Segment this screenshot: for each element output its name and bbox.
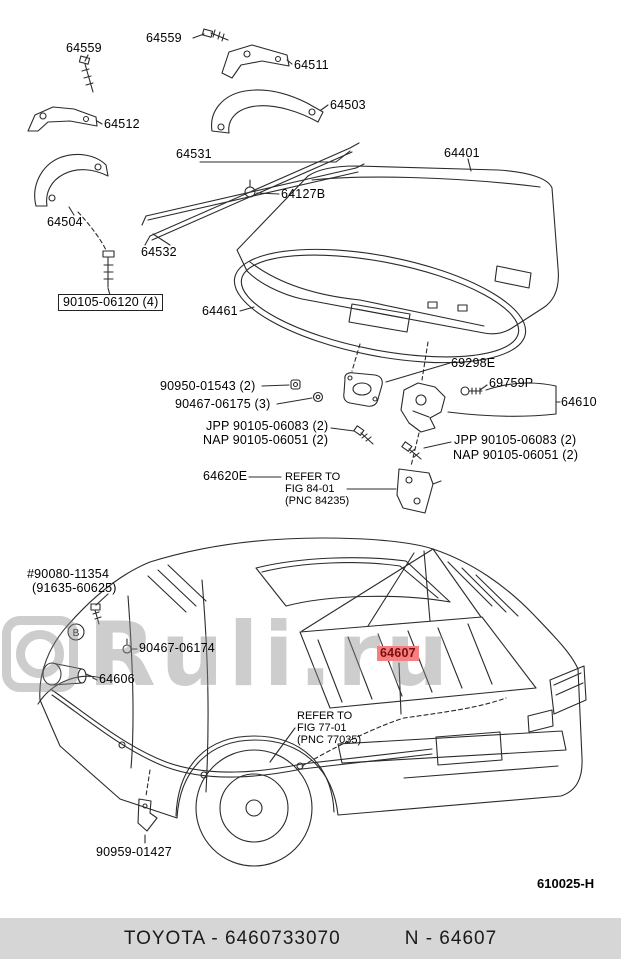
grommet-90467-drawing: [312, 391, 324, 403]
part-label-90467-06174[interactable]: 90467-06174: [139, 641, 215, 655]
hinge-64512-drawing: [27, 106, 98, 132]
grommet-90950-drawing: [290, 379, 301, 390]
part-label-64461[interactable]: 64461: [202, 304, 238, 318]
refer-line: REFER TO: [297, 710, 353, 722]
clip-90467-06174-drawing: [122, 638, 132, 654]
part-label-64531[interactable]: 64531: [176, 147, 212, 161]
striker-bolt-69759p-drawing: [460, 386, 483, 396]
trunk-lid-drawing: [236, 165, 559, 335]
hinge-64511-drawing: [221, 44, 290, 79]
part-label-90467-06175[interactable]: 90467-06175 (3): [175, 397, 271, 411]
leader-lines: [68, 33, 561, 844]
refer-line: (PNC 84235): [285, 495, 350, 507]
part-label-nap-90105-06051-right[interactable]: NAP 90105-06051 (2): [453, 448, 579, 462]
part-label-64504[interactable]: 64504: [47, 215, 83, 229]
part-label-69298e[interactable]: 69298E: [451, 356, 496, 370]
part-label-jpp-90105-06083-left[interactable]: JPP 90105-06083 (2): [206, 419, 329, 433]
connector-b-label: B: [73, 628, 80, 639]
connector-b-marker: B: [67, 623, 85, 641]
refer-line: FIG 77-01: [297, 722, 347, 734]
part-label-91635-60625[interactable]: (91635-60625): [32, 581, 117, 595]
part-label-64401[interactable]: 64401: [444, 146, 480, 160]
part-label-jpp-90105-06083-right[interactable]: JPP 90105-06083 (2): [454, 433, 577, 447]
part-label-64559-left[interactable]: 64559: [66, 41, 102, 55]
footer-bar: TOYOTA - 6460733070 N - 64607: [0, 918, 621, 959]
part-label-64512[interactable]: 64512: [104, 117, 140, 131]
part-label-64606[interactable]: 64606: [99, 672, 135, 686]
diagram-artwork: B: [27, 28, 587, 867]
bolt-90080-drawing: [90, 603, 102, 625]
part-label-90959-01427[interactable]: 90959-01427: [96, 845, 172, 859]
refer-note-fig-84-01: REFER TO FIG 84-01 (PNC 84235): [285, 471, 349, 507]
part-label-64607-selected[interactable]: 64607: [377, 646, 419, 661]
part-label-64503[interactable]: 64503: [330, 98, 366, 112]
hinge-64504-drawing: [34, 153, 109, 207]
lock-64610-drawing: [400, 382, 446, 433]
part-label-64532[interactable]: 64532: [141, 245, 177, 259]
refer-line: REFER TO: [285, 471, 341, 483]
part-label-90950-01543[interactable]: 90950-01543 (2): [160, 379, 256, 393]
clamp-90959-01427-drawing: [137, 798, 158, 832]
part-label-64511[interactable]: 64511: [294, 58, 329, 72]
part-label-64127b[interactable]: 64127B: [281, 187, 326, 201]
bolt-90105-06120-drawing: [102, 250, 115, 288]
diagram-code: 610025-H: [537, 876, 595, 891]
refer-line: (PNC 77035): [297, 734, 362, 746]
part-label-90105-06120[interactable]: 90105-06120 (4): [58, 294, 164, 311]
screw-jpp-right-drawing: [401, 441, 422, 460]
part-label-90080-11354[interactable]: #90080-11354: [27, 567, 110, 581]
part-label-64559-top[interactable]: 64559: [146, 31, 182, 45]
striker-64620e-drawing: [396, 468, 442, 514]
screw-64559-left-drawing: [78, 55, 94, 93]
clip-64127b-drawing: [244, 179, 256, 198]
screw-64559-top-drawing: [201, 28, 229, 42]
lock-cylinder-64606-drawing: [42, 662, 94, 686]
car-rear-drawing: B: [37, 537, 587, 867]
part-label-64610[interactable]: 64610: [561, 395, 597, 409]
refer-note-fig-77-01: REFER TO FIG 77-01 (PNC 77035): [297, 710, 361, 746]
refer-line: FIG 84-01: [285, 483, 335, 495]
hinge-64503-drawing: [211, 89, 324, 134]
screw-jpp-left-drawing: [353, 425, 374, 445]
part-label-69759p[interactable]: 69759P: [489, 376, 534, 390]
part-label-nap-90105-06051-left[interactable]: NAP 90105-06051 (2): [203, 433, 329, 447]
lock-parts-drawing: [290, 372, 483, 514]
part-label-64620e[interactable]: 64620E: [203, 469, 248, 483]
hinge-parts-drawing: [27, 28, 365, 288]
hinge-plate-69298e-drawing: [343, 372, 383, 407]
weatherstrip-64461-drawing: [233, 248, 527, 364]
footer-catalog-number: TOYOTA - 6460733070: [123, 927, 341, 949]
footer-part-code: N - 64607: [404, 927, 498, 949]
